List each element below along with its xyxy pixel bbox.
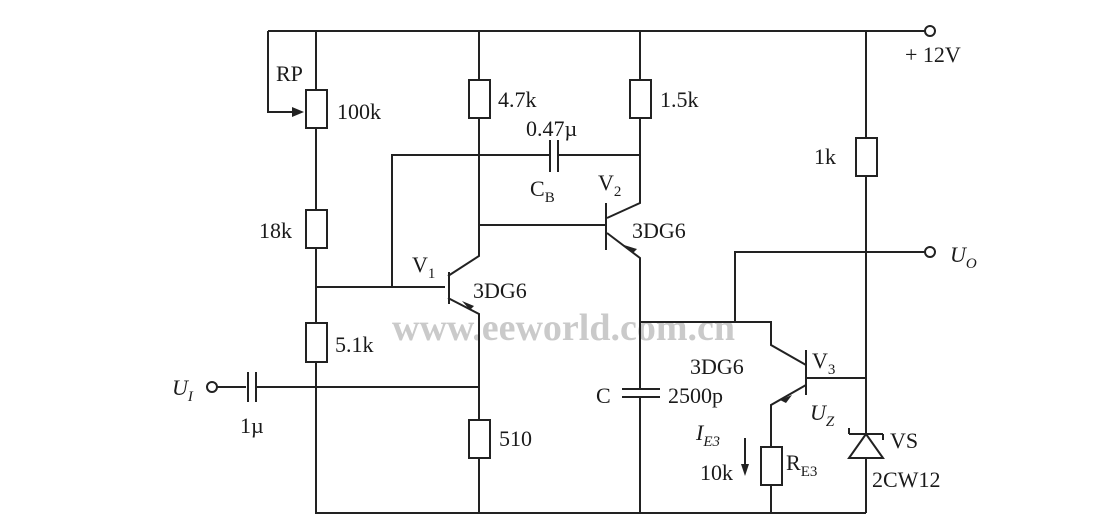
c-label: C [596,383,611,408]
r4-7k-label: 4.7k [498,87,537,112]
resistor-4-7k [468,79,491,119]
rp-value: 100k [337,99,381,124]
uz-label: UZ [810,400,835,430]
supply-terminal [924,25,936,37]
zener-diode-vs [847,428,885,459]
cin-label: 1µ [240,413,264,438]
r1k-label: 1k [814,144,836,169]
v3-type: 3DG6 [690,354,744,379]
ie3-label: IE3 [695,420,720,450]
resistor-510 [468,419,491,459]
supply-label: + 12V [905,42,961,67]
r510-label: 510 [499,426,532,451]
resistor-1k [855,137,878,177]
vs-type: 2CW12 [872,467,940,492]
r1-5k-label: 1.5k [660,87,699,112]
v3-label: V3 [812,348,835,378]
c-value: 2500p [668,383,723,408]
current-arrow-ie3 [741,438,749,476]
v2-label: V2 [598,170,621,200]
v3-emitter-arrow [780,395,792,403]
input-terminal [206,381,218,393]
output-terminal [924,246,936,258]
r18k-label: 18k [259,218,292,243]
resistor-5-1k [305,322,328,363]
vs-label: VS [890,428,918,453]
v2-emitter-arrow [624,245,637,253]
cb-label: CB [530,176,555,206]
v1-emitter-arrow [462,301,474,310]
resistor-rp [305,89,328,129]
r5-1k-label: 5.1k [335,332,374,357]
v1-type: 3DG6 [473,278,527,303]
v1-label: V1 [412,252,435,282]
v2-type: 3DG6 [632,218,686,243]
resistor-18k [305,209,328,249]
resistor-1-5k [629,79,652,119]
resistor-re3 [760,446,783,486]
re3-label: RE3 [786,450,817,480]
watermark: www.eeworld.com.cn [392,307,735,349]
rp-label: RP [276,61,303,86]
re3-value: 10k [700,460,733,485]
capacitor-1u [247,372,257,402]
capacitor-c [622,388,660,398]
input-label: UI [172,375,194,405]
output-label: UO [950,242,977,272]
cb-value: 0.47µ [526,116,577,141]
capacitor-cb [549,140,559,172]
